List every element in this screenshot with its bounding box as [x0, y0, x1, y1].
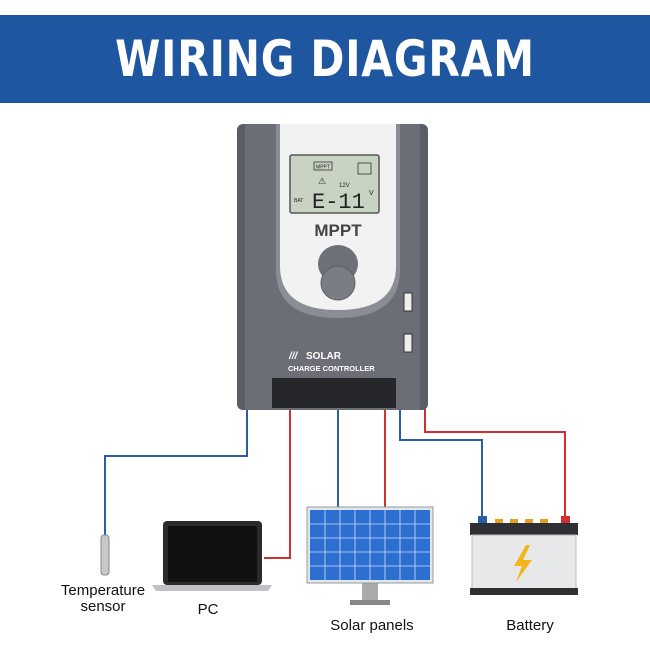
pc-wire: [264, 405, 291, 559]
battery: [470, 516, 578, 595]
svg-text:MPPT: MPPT: [316, 165, 330, 171]
usb-port-1[interactable]: [403, 292, 413, 312]
svg-text:PC: PC: [198, 601, 219, 618]
svg-text:Battery: Battery: [506, 617, 554, 634]
solar-panel: [306, 506, 434, 605]
svg-text:BAT: BAT: [294, 198, 303, 204]
warning-icon: ⚠: [318, 176, 326, 186]
control-button-down[interactable]: [320, 265, 356, 301]
model-label: MPPT: [314, 221, 362, 240]
svg-text:CHARGE CONTROLLER: CHARGE CONTROLLER: [288, 364, 375, 373]
page-title: WIRING DIAGRAM: [115, 30, 535, 88]
charge-controller: MPPT ⚠ 12V BAT E-11 V MPPT /// SOLAR CHA…: [237, 124, 428, 410]
title-banner: WIRING DIAGRAM: [0, 15, 650, 103]
svg-text:Temperature: Temperature: [61, 582, 145, 599]
svg-text:Solar panels: Solar panels: [330, 617, 413, 634]
terminal-block: [272, 378, 396, 408]
usb-port-2[interactable]: [403, 333, 413, 353]
battery-positive-wire: [424, 405, 566, 520]
svg-text:V: V: [369, 190, 374, 197]
svg-text:SOLAR: SOLAR: [306, 351, 342, 362]
sensor-wire: [104, 405, 248, 535]
svg-text:sensor: sensor: [80, 598, 125, 615]
svg-text:12V: 12V: [339, 183, 350, 189]
lcd-reading: E-11: [312, 190, 365, 215]
brand-logo-icon: ///: [288, 351, 299, 362]
battery-negative-wire: [399, 405, 483, 520]
lightning-icon: [514, 545, 532, 582]
lcd-screen: [289, 154, 380, 214]
temperature-sensor: [100, 534, 110, 576]
laptop-pc: [152, 521, 272, 591]
